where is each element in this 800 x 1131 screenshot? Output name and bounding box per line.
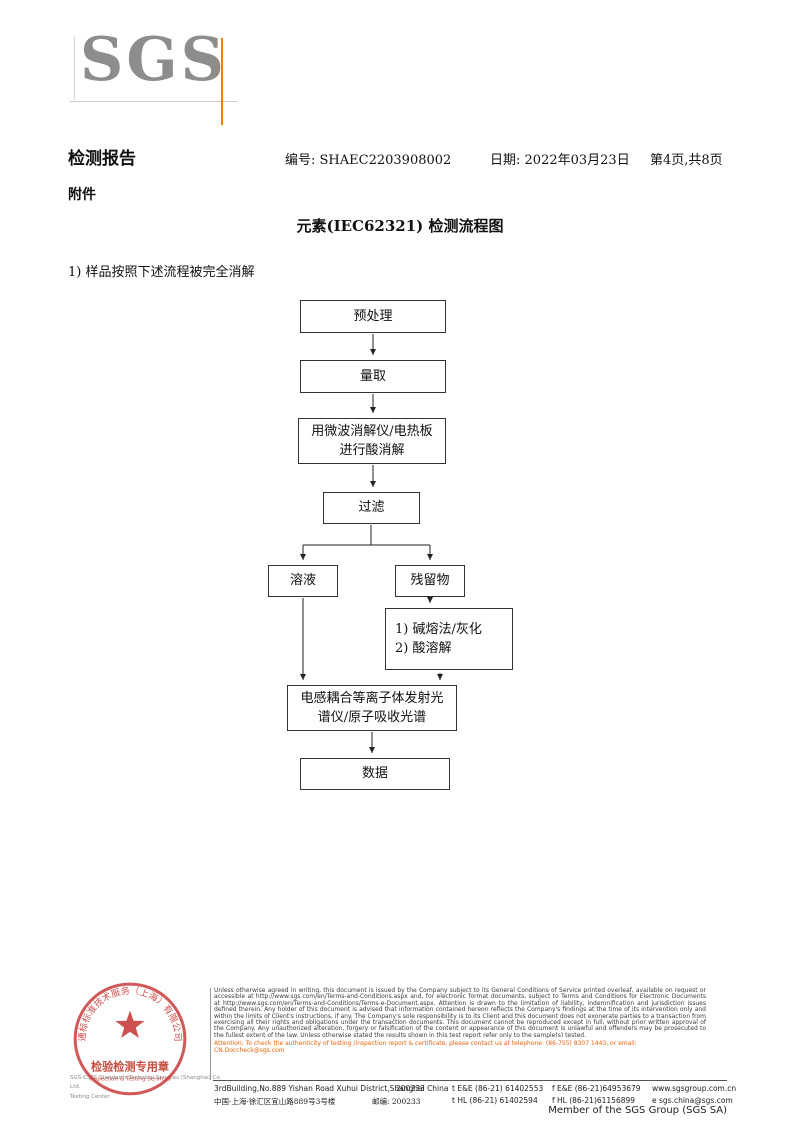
flow-box-measure: 量取	[300, 360, 446, 393]
website-link: www.sgsgroup.com.cn	[652, 1084, 737, 1093]
logo-orange-line	[221, 38, 223, 125]
postcode-en: 200233	[396, 1084, 425, 1093]
stamp-company-line2: Testing Center	[70, 1093, 110, 1100]
postcode-cn: 邮编: 200233	[372, 1097, 421, 1106]
flow-box-solution: 溶液	[268, 565, 338, 597]
report-date: 日期: 2022年03月23日	[490, 149, 630, 168]
flow-box-data: 数据	[300, 758, 450, 790]
footer-row-en: 3rdBuilding,No.889 Yishan Road Xuhui Dis…	[0, 1084, 800, 1096]
flow-box-alkali-fusion: 1) 碱熔法/灰化 2) 酸溶解	[385, 608, 513, 670]
report-number-value: SHAEC2203908002	[319, 153, 452, 168]
phone-hl: t HL (86-21) 61402594	[452, 1096, 538, 1105]
inspection-seal-stamp: 通标标准技术服务（上海）有限公司 检验检测专用章 Inspection & Te…	[73, 982, 187, 1096]
flow-box-residue: 残留物	[395, 565, 465, 597]
email-link: e sgs.china@sgs.com	[652, 1096, 733, 1105]
report-number-label: 编号:	[285, 153, 316, 168]
footer-vertical-divider	[210, 988, 211, 1080]
report-date-label: 日期:	[490, 153, 521, 168]
legal-block: Unless otherwise agreed in writing, this…	[214, 987, 706, 1055]
legal-disclaimer: Unless otherwise agreed in writing, this…	[214, 987, 706, 1039]
attachment-label: 附件	[68, 187, 96, 203]
seal-subtitle: Inspection & Testing Services	[89, 1077, 171, 1083]
page-indicator: 第4页,共8页	[650, 153, 723, 168]
seal-title: 检验检测专用章	[91, 1059, 169, 1073]
flow-box-filter: 过滤	[323, 492, 420, 524]
report-date-value: 2022年03月23日	[524, 153, 630, 168]
logo-left-line	[74, 36, 75, 100]
flowchart-intro: 1) 样品按照下述流程被完全消解	[68, 265, 255, 280]
stamp-company-text: SGS-CSTC Standards Technical Services (S…	[70, 1074, 230, 1102]
fax-ee: f E&E (86-21)64953679	[552, 1084, 641, 1093]
logo-horizontal-line	[70, 101, 237, 102]
sgs-member-note: Member of the SGS Group (SGS SA)	[548, 1105, 727, 1116]
fax-hl: f HL (86-21)61156899	[552, 1096, 636, 1105]
section-title: 元素(IEC62321) 检测流程图	[296, 217, 504, 235]
footer-row-cn: 中国·上海·徐汇区宜山路889号3号楼 邮编: 200233 t HL (86-…	[0, 1096, 800, 1108]
phone-ee: t E&E (86-21) 61402553	[452, 1084, 544, 1093]
sgs-logo: SGS	[80, 25, 227, 95]
authenticity-notice: Attention: To check the authenticity of …	[214, 1040, 637, 1055]
seal-star-icon	[115, 1010, 145, 1039]
flow-box-icp-aas: 电感耦合等离子体发射光 谱仪/原子吸收光谱	[287, 685, 457, 731]
report-number: 编号: SHAEC2203908002	[285, 149, 451, 168]
flow-box-pretreatment: 预处理	[300, 300, 446, 333]
seal-circle	[73, 982, 187, 1096]
address-cn: 中国·上海·徐汇区宜山路889号3号楼	[214, 1097, 336, 1106]
address-en: 3rdBuilding,No.889 Yishan Road Xuhui Dis…	[214, 1084, 449, 1093]
footer-horizontal-rule	[213, 1080, 727, 1081]
flow-box-acid-digestion: 用微波消解仪/电热板 进行酸消解	[298, 418, 446, 464]
stamp-company-line1: SGS-CSTC Standards Technical Services (S…	[70, 1075, 222, 1091]
report-title: 检测报告	[68, 149, 136, 169]
